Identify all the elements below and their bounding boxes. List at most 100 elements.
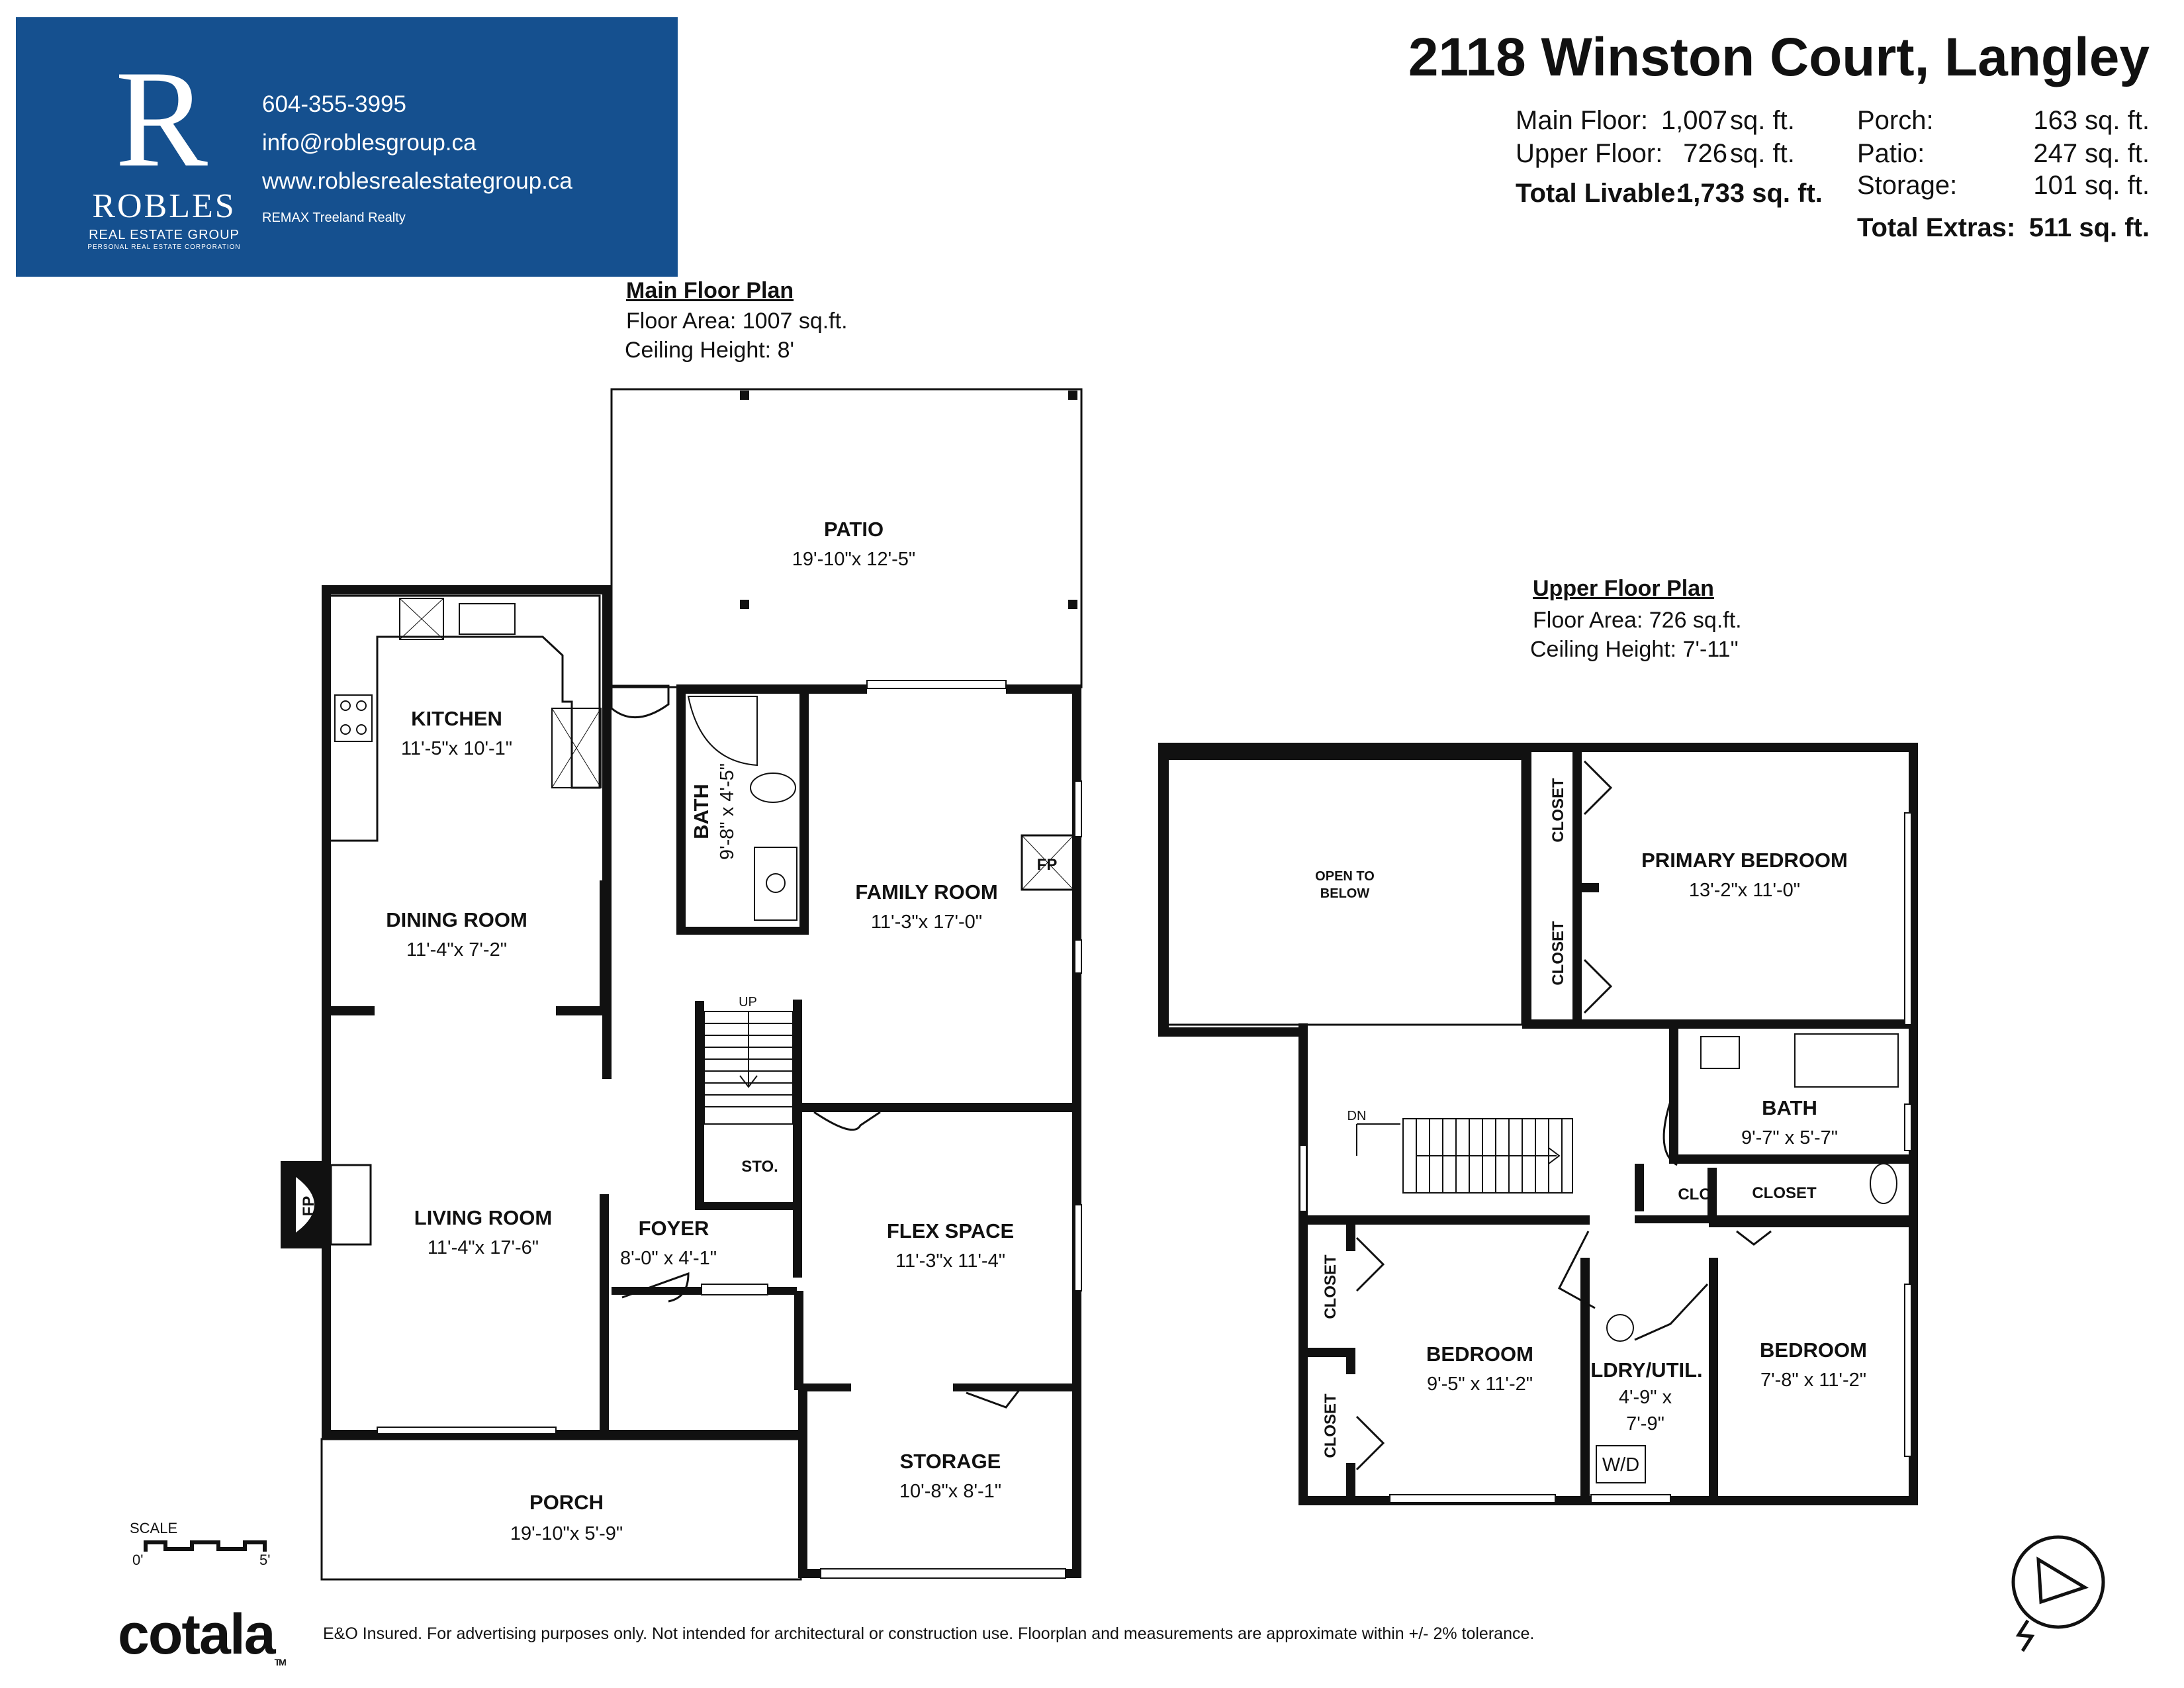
room-dims-primary-bedroom: 13'-2"x 11'-0": [1689, 880, 1800, 901]
wall: [1167, 751, 1531, 760]
main-floor-plan: FP UP: [281, 388, 1083, 1581]
brand-subtitle: REAL ESTATE GROUP: [89, 228, 240, 242]
sliding-door: [866, 680, 1007, 689]
window: [377, 1427, 557, 1434]
wall: [1580, 1258, 1590, 1505]
brand-name: ROBLES: [92, 187, 236, 225]
upper-floor-plan: DN W/D OPEN TO BELOW PRIMARY BEDROOM 13'…: [1158, 743, 1918, 1505]
wall: [1158, 743, 1917, 752]
door-swing: [813, 1111, 881, 1131]
stat-upper-floor-label: Upper Floor:: [1516, 139, 1663, 168]
room-dims-bedroom-1: 9'-5" x 11'-2": [1427, 1374, 1533, 1395]
room-name-laundry: LDRY/UTIL.: [1590, 1358, 1702, 1382]
brand-email[interactable]: info@roblesgroup.ca: [262, 130, 477, 156]
room-name-storage: STORAGE: [900, 1450, 1001, 1473]
room-name-bedroom-2: BEDROOM: [1760, 1338, 1867, 1362]
main-floor-ceiling: Ceiling Height: 8': [625, 338, 794, 363]
wall: [1346, 1348, 1355, 1374]
stat-total-extras-value: 511 sq. ft.: [2028, 213, 2150, 242]
wall: [1669, 1027, 1678, 1164]
room-name-flex: FLEX SPACE: [887, 1219, 1014, 1243]
room-dims-porch: 19'-10"x 5'-9": [510, 1523, 623, 1544]
door-swing: [1634, 1283, 1709, 1341]
wall: [798, 1383, 851, 1391]
washer-dryer-label: W/D: [1602, 1454, 1639, 1476]
wall: [602, 675, 612, 1079]
upper-floor-title: Upper Floor Plan: [1533, 576, 1714, 601]
stat-total-livable-label: Total Livable:: [1516, 179, 1684, 208]
open-to-below-label: OPEN TO: [1315, 869, 1375, 884]
wall: [1707, 1168, 1717, 1223]
stat-patio-label: Patio:: [1857, 139, 1925, 168]
bathtub-icon: [1794, 1033, 1899, 1088]
wall: [682, 684, 867, 694]
door-swing: [1583, 959, 1613, 1014]
cotala-wordmark: cotala: [118, 1603, 276, 1666]
stat-total-livable-value: 1,733 sq. ft.: [1678, 179, 1823, 208]
stat-main-floor-label: Main Floor:: [1516, 106, 1649, 135]
stat-storage-label: Storage:: [1857, 171, 1958, 200]
window: [1590, 1494, 1671, 1503]
wall: [600, 880, 609, 1013]
wall: [602, 585, 612, 684]
stat-main-floor-value: 1,007: [1661, 106, 1727, 135]
wall: [794, 1291, 803, 1390]
room-name-porch: PORCH: [529, 1491, 604, 1514]
toilet-icon: [750, 773, 796, 803]
door-swing: [966, 1389, 1021, 1409]
open-to-below-label-2: BELOW: [1320, 886, 1370, 901]
patio-post: [1068, 600, 1077, 609]
fireplace-icon: [296, 1176, 314, 1233]
room-name-living: LIVING ROOM: [414, 1206, 552, 1229]
wall: [1522, 1019, 1909, 1029]
room-name-foyer: FOYER: [639, 1217, 709, 1240]
sink-icon: [459, 603, 516, 635]
window: [1074, 780, 1082, 837]
room-name-primary-bedroom: PRIMARY BEDROOM: [1641, 849, 1848, 872]
brand-banner: R ROBLES REAL ESTATE GROUP PERSONAL REAL…: [16, 17, 678, 277]
main-stairs: [704, 1011, 794, 1125]
stove-icon: [334, 694, 373, 742]
scale-min: 0': [132, 1552, 144, 1568]
upper-floor-area: Floor Area: 726 sq.ft.: [1533, 608, 1742, 633]
brand-phone[interactable]: 604-355-3995: [262, 91, 406, 117]
washer-dryer-icon: [1596, 1445, 1646, 1483]
door-swing: [1736, 1230, 1772, 1246]
fireplace-label: FP: [300, 1196, 318, 1217]
fireplace-box: [330, 1164, 372, 1246]
wall: [1635, 1164, 1644, 1211]
brand-website[interactable]: www.roblesrealestategroup.ca: [262, 168, 572, 194]
scale-max: 5': [259, 1552, 271, 1568]
window: [1904, 1284, 1912, 1457]
porch-outline: [320, 1438, 802, 1581]
burner: [340, 700, 351, 711]
patio-post: [1068, 391, 1077, 400]
upper-stairs: [1356, 1118, 1573, 1194]
toilet-icon: [1870, 1163, 1897, 1204]
room-dims-kitchen: 11'-5"x 10'-1": [401, 738, 512, 759]
stat-porch-value: 163 sq. ft.: [2033, 106, 2150, 135]
scale-label: SCALE: [130, 1520, 178, 1536]
wall: [695, 1001, 704, 1210]
wall: [953, 1383, 1081, 1391]
wall: [1072, 684, 1081, 1578]
room-dims-laundry: 4'-9" x: [1619, 1387, 1672, 1408]
stat-upper-floor-value: 726: [1683, 139, 1727, 168]
stat-main-floor-unit: sq. ft.: [1730, 106, 1795, 135]
room-name-clo: CLO.: [1678, 1186, 1715, 1203]
main-floor-area: Floor Area: 1007 sq.ft.: [626, 308, 848, 334]
window: [1074, 1204, 1082, 1291]
wall: [1346, 1463, 1355, 1504]
window: [1904, 1103, 1912, 1151]
door-swing: [1558, 1231, 1596, 1309]
wall: [1572, 752, 1582, 898]
door-swing: [1355, 1237, 1385, 1292]
room-dims-upper-bath: 9'-7" x 5'-7": [1741, 1127, 1838, 1149]
stat-porch-label: Porch:: [1857, 106, 1934, 135]
fireplace-label: FP: [1037, 856, 1058, 874]
fridge-icon: [551, 708, 602, 788]
wall: [1158, 1027, 1304, 1037]
wall: [676, 927, 809, 935]
room-dims-storage: 10'-8"x 8'-1": [899, 1481, 1001, 1502]
door-swing: [1662, 1101, 1678, 1166]
